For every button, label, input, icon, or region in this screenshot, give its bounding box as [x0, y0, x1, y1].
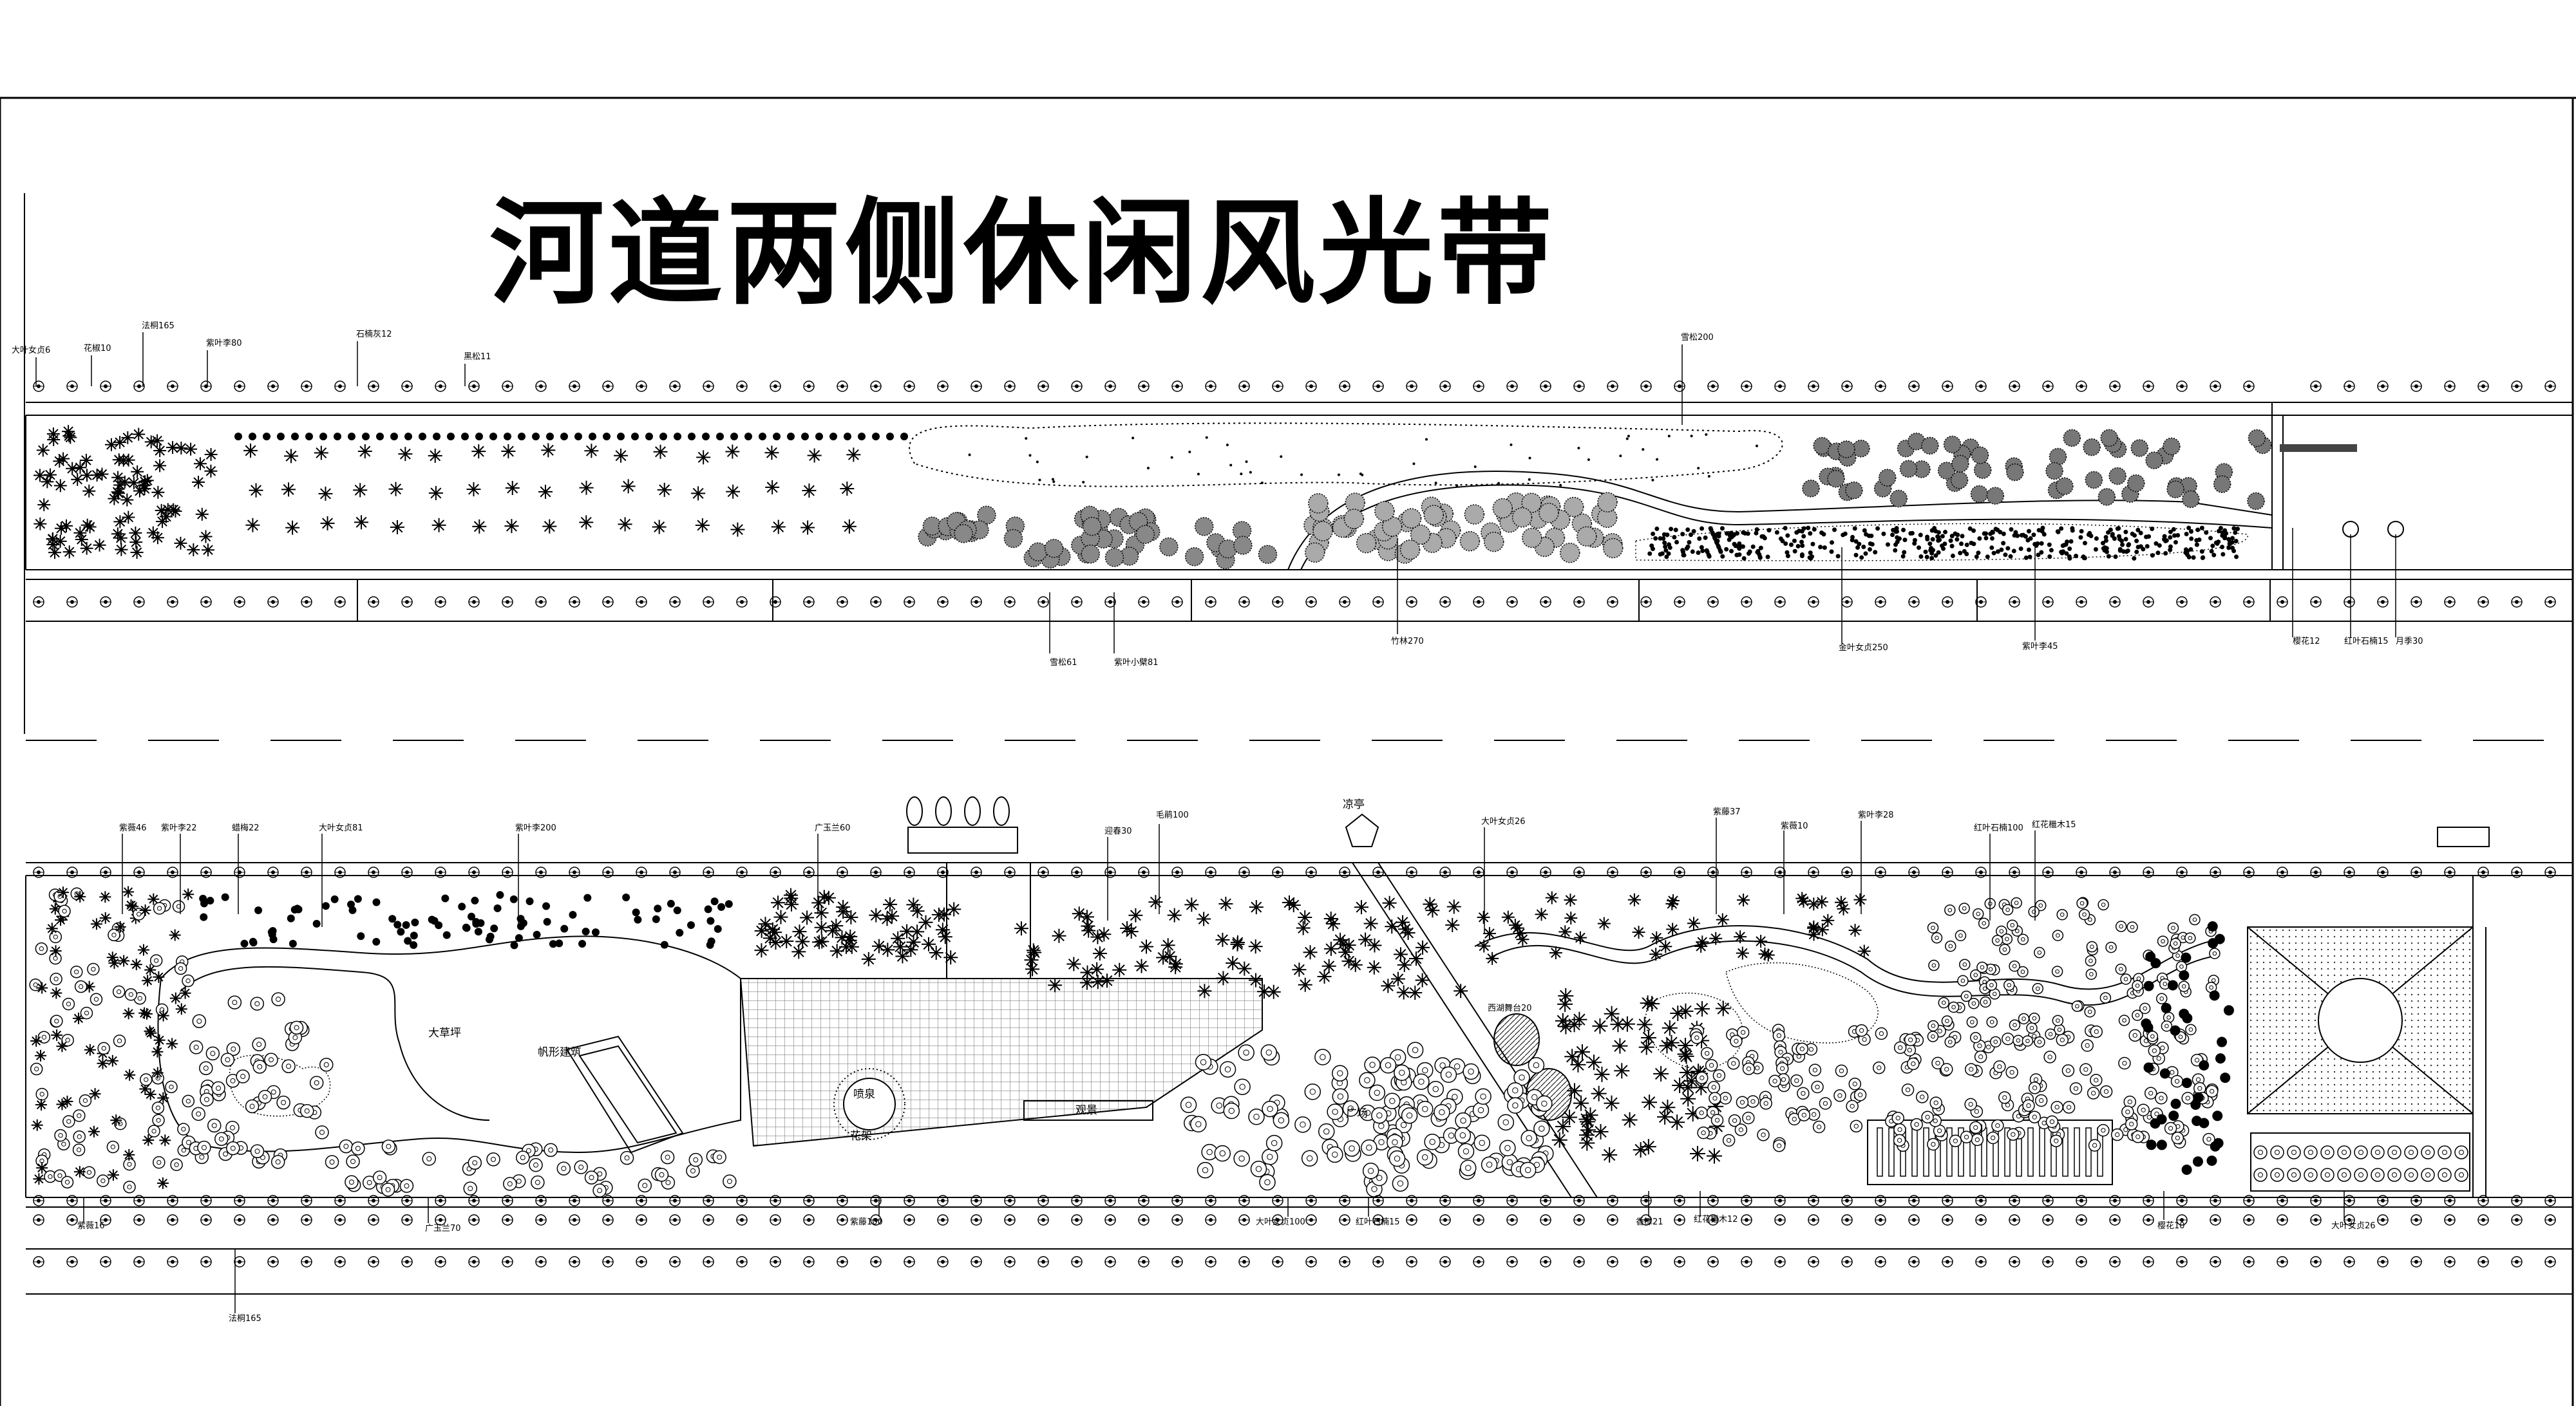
plant-label: 大叶女贞26	[2331, 1221, 2376, 1231]
plant-label: 红叶石楠15	[1356, 1217, 1400, 1227]
plant-label: 紫叶李28	[1858, 811, 1894, 820]
plant-label: 法桐165	[142, 321, 175, 331]
plant-label: 竹林270	[1391, 637, 1424, 646]
plant-label: 广玉兰70	[425, 1224, 461, 1233]
upper-tree-symbols	[33, 425, 2272, 570]
plant-label: 樱花12	[2293, 636, 2320, 646]
lower-tree-symbols	[29, 886, 2468, 1198]
plant-label: 蜡梅22	[232, 823, 260, 833]
upper-top-labels: 大叶女贞6 花椒10 法桐165 紫叶李80 石楠灰12 黑松11 雪松200	[12, 321, 1714, 362]
plant-label: 紫叶李22	[161, 823, 197, 833]
plant-label: 法桐165	[229, 1314, 261, 1324]
plaza-label: 花架	[850, 1130, 872, 1143]
plant-label: 石楠灰12	[356, 330, 392, 339]
plant-label: 花椒10	[84, 343, 111, 353]
sail-building-label: 帆形建筑	[538, 1046, 582, 1059]
plant-label: 紫薇46	[119, 823, 147, 833]
plant-label: 黑松11	[464, 352, 491, 362]
plant-label: 雪松61	[1050, 658, 1077, 668]
plant-label: 紫叶李200	[515, 823, 556, 833]
pavilion-label: 凉亭	[1343, 798, 1365, 811]
plant-label: 广玉兰60	[815, 823, 851, 833]
plant-label: 红叶石楠100	[1974, 823, 2023, 833]
plant-label: 紫叶小檗81	[1114, 658, 1159, 668]
plant-label: 紫藤37	[1713, 807, 1741, 817]
drawing-title: 河道两侧休闲风光带	[489, 187, 1556, 320]
lawn-label: 大草坪	[428, 1027, 461, 1040]
flower-frame-label: 观景	[1075, 1104, 1097, 1117]
plant-label: 红花檵木15	[2032, 820, 2076, 830]
fountain-label: 喷泉	[853, 1088, 875, 1101]
lower-strip	[25, 796, 2573, 1295]
plant-label: 大叶女贞26	[1481, 816, 1526, 827]
plant-label: 月季30	[2396, 637, 2423, 646]
stage-label: 西湖舞台20	[1488, 1004, 1532, 1013]
plant-label: 迎春30	[1104, 827, 1132, 836]
lower-top-labels: 紫薇46 紫叶李22 蜡梅22 大叶女贞81 紫叶李200 广玉兰60 迎春30…	[119, 807, 2076, 836]
place-labels: 大草坪 帆形建筑 喷泉 花架 观景 凉亭 广场 西湖舞台20	[428, 798, 1532, 1143]
plant-label: 紫薇16	[77, 1221, 105, 1231]
plant-label: 红叶石楠15	[2344, 636, 2389, 646]
plant-label: 紫叶李80	[206, 339, 242, 348]
plant-label: 毛鹃100	[1156, 810, 1189, 820]
plant-label: 红花檵木12	[1694, 1214, 1738, 1224]
plant-label: 紫藤100	[850, 1217, 883, 1227]
plant-label: 樱花10	[2157, 1221, 2185, 1231]
plant-label: 金叶女贞250	[1839, 642, 1888, 653]
plant-label: 雪松200	[1681, 333, 1714, 342]
plant-label: 紫叶李45	[2022, 642, 2058, 651]
plant-label: 香樟21	[1636, 1217, 1663, 1227]
plant-label: 大叶女贞81	[319, 823, 363, 833]
plant-label: 紫薇10	[1781, 821, 1808, 831]
path-square-label: 广场	[1346, 1107, 1368, 1120]
street-tree-rows	[33, 380, 2556, 1268]
plant-label: 大叶女贞100	[1256, 1217, 1305, 1227]
plant-label: 大叶女贞6	[12, 345, 50, 355]
upper-strip	[25, 402, 2573, 622]
lower-bottom-labels: 紫薇16 广玉兰70 紫藤100 法桐165 大叶女贞100 红叶石楠15 香樟…	[77, 1214, 2376, 1324]
upper-bottom-labels: 雪松61 紫叶小檗81 竹林270 金叶女贞250 紫叶李45 樱花12 红叶石…	[1050, 636, 2423, 668]
